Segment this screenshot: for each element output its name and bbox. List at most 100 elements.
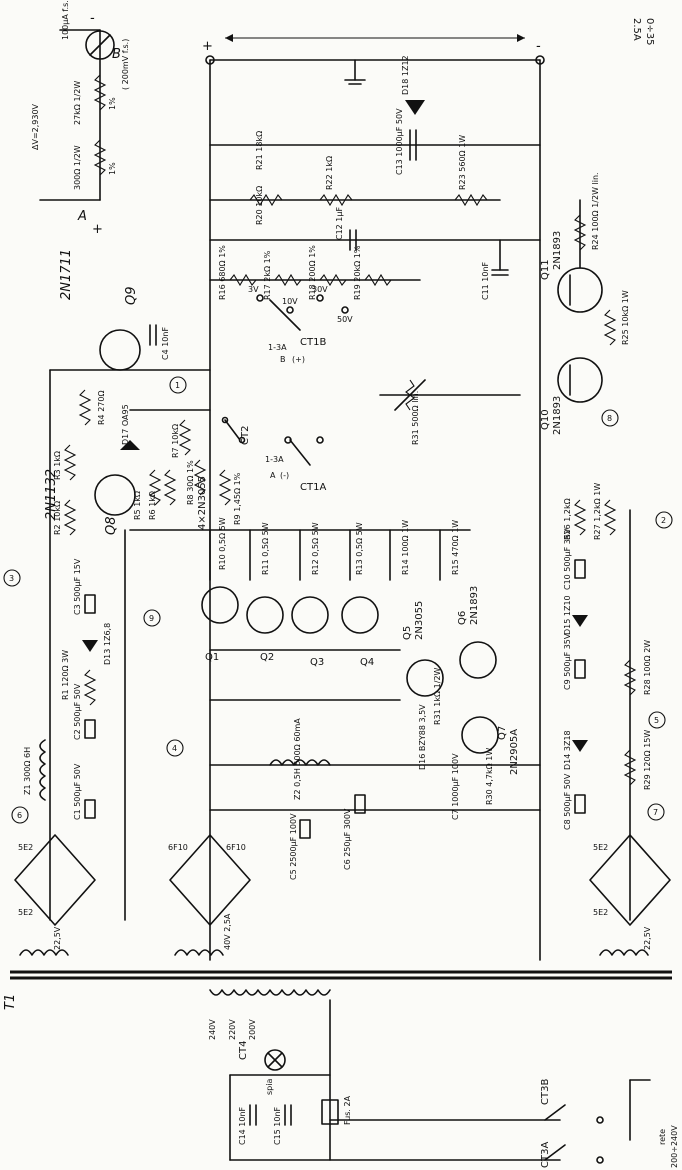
label-d16: D16 BZY88 3,5V bbox=[418, 704, 427, 770]
tap-240v: 240V bbox=[208, 1019, 217, 1040]
label-r5: R5 1kΩ bbox=[133, 491, 142, 520]
label-bridge-center-b: 6F10 bbox=[226, 843, 246, 852]
tap-220v: 220V bbox=[228, 1019, 237, 1040]
capacitor-c9-icon bbox=[574, 659, 586, 679]
label-bridge-left-a: 5E2 bbox=[18, 843, 33, 852]
label-q8-type: 2N1132 bbox=[44, 469, 59, 520]
label-c7: C7 1000µF 100V bbox=[451, 753, 460, 820]
meter-plus: + bbox=[92, 222, 103, 237]
transistor-q6-icon bbox=[459, 641, 497, 679]
label-r31: R31 1kΩ 1/2W bbox=[433, 667, 442, 725]
label-z1: Z1 300Ω 6H bbox=[23, 747, 32, 795]
label-r3: R3 1kΩ bbox=[53, 451, 62, 480]
meter-delta-v: ΔV=2,930V bbox=[31, 103, 40, 150]
meter-range-current: 100µA f.s. bbox=[61, 0, 70, 40]
capacitor-c5-icon bbox=[299, 819, 311, 839]
meter-terminal-b: B bbox=[112, 47, 121, 62]
label-q1-4-type: 4×2N3055 bbox=[197, 476, 208, 530]
label-w2: 40V 2,5A bbox=[223, 913, 232, 950]
transistor-q9-icon bbox=[99, 329, 141, 371]
label-c12: C12 1µF bbox=[335, 207, 344, 240]
node-2 bbox=[655, 511, 673, 529]
transistor-q1-icon bbox=[201, 586, 239, 624]
node-7-label: 7 bbox=[653, 808, 658, 817]
transformer-t1: T1 240V 220V 200V bbox=[3, 970, 672, 1040]
label-ct2: CT2 bbox=[240, 426, 251, 445]
meter-r-series-tol: 1% bbox=[108, 97, 117, 110]
label-r2: R2 10kΩ bbox=[53, 501, 62, 535]
zener-d13-icon bbox=[82, 640, 98, 652]
inductor-z2-icon bbox=[269, 759, 331, 766]
label-r29: R29 120Ω 15W bbox=[643, 730, 652, 790]
label-q6-type: 2N1893 bbox=[469, 586, 480, 625]
node-4 bbox=[166, 739, 184, 757]
label-c4: C4 10nF bbox=[161, 327, 170, 360]
driver-stage: 2N1711 Q9 2N1132 Q8 C4 10nF R4 270Ω R3 1… bbox=[44, 249, 211, 536]
node-1 bbox=[169, 376, 187, 394]
pilot-lamp-icon bbox=[264, 1049, 286, 1071]
label-r24: R24 100Ω 1/2W lin. bbox=[591, 172, 600, 250]
label-r17: R17 2kΩ 1% bbox=[263, 250, 272, 300]
node-markers: 1 2 3 4 5 6 7 8 9 bbox=[3, 376, 673, 824]
label-rete: rete bbox=[658, 1129, 667, 1145]
switch-ct3a[interactable] bbox=[544, 1144, 566, 1161]
switch-ct2[interactable] bbox=[224, 419, 241, 441]
label-r26: R26 1,2kΩ bbox=[563, 498, 572, 540]
aux-supply-left: C3 500µF 15V D13 1Z6,8 R1 120Ω 3W C2 500… bbox=[23, 369, 126, 921]
label-d14: D14 3Z18 bbox=[563, 730, 572, 770]
label-r18: R18 200Ω 1% bbox=[308, 245, 317, 300]
label-c14: C14 10nF bbox=[238, 1106, 247, 1145]
pot-r31[interactable]: R31 500Ω lin. bbox=[379, 379, 521, 445]
label-d17: D17 OA95 bbox=[121, 404, 130, 445]
primary-winding-icon bbox=[209, 989, 331, 996]
label-c9: C9 500µF 35V bbox=[563, 633, 572, 690]
switch-ct1b[interactable]: 3V 10V 30V 50V CT1B 1-3A B (+) bbox=[248, 285, 353, 364]
output-minus: - bbox=[536, 39, 541, 54]
label-c13: C13 1000µF 50V bbox=[395, 108, 404, 175]
transistor-q4-icon bbox=[341, 596, 379, 634]
label-r-pot: R31 500Ω lin. bbox=[411, 391, 420, 445]
label-r28: R28 100Ω 2W bbox=[643, 640, 652, 695]
range-50v: 50V bbox=[337, 315, 353, 324]
meter-r-shunt: 300Ω 1/2W bbox=[73, 145, 82, 190]
label-q8: Q8 bbox=[104, 516, 119, 535]
diode-d17-icon bbox=[120, 440, 140, 450]
label-ct3a: CT3A bbox=[540, 1142, 551, 1168]
node-9 bbox=[143, 609, 161, 627]
meter-range-voltage: ( 200mV f.s.) bbox=[121, 39, 130, 90]
output-range: 0÷35 bbox=[644, 18, 655, 45]
zener-d18-icon bbox=[405, 100, 425, 115]
label-range-hi-a: 1-3A bbox=[265, 455, 284, 464]
pass-stage: 4×2N3055 Q1 Q2 Q3 Q4 Q5 2N3055 Q6 2N1893… bbox=[197, 476, 520, 820]
label-q10: Q10 bbox=[540, 409, 551, 430]
label-q4: Q4 bbox=[360, 657, 374, 668]
output-plus: + bbox=[202, 39, 213, 54]
output-current: 2.5A bbox=[631, 18, 642, 41]
capacitor-c8-icon bbox=[574, 794, 586, 814]
label-q5: Q5 bbox=[402, 626, 413, 640]
node-6-label: 6 bbox=[17, 811, 22, 820]
error-amplifier: Q11 2N1893 Q10 2N1893 R24 100Ω 1/2W lin.… bbox=[481, 172, 630, 435]
label-q7: Q7 bbox=[497, 726, 508, 740]
meter-minus: - bbox=[90, 11, 95, 26]
label-r12: R12 0,5Ω 5W bbox=[311, 522, 320, 575]
label-q9-type: 2N1711 bbox=[59, 249, 74, 300]
label-q11-type: 2N1893 bbox=[552, 231, 563, 270]
capacitor-c3-icon bbox=[84, 594, 96, 614]
bridge-rectifier-center-icon bbox=[169, 834, 251, 926]
label-r16: R16 680Ω 1% bbox=[218, 245, 227, 300]
inductor-z1-icon bbox=[39, 739, 46, 801]
mains-terminal-2[interactable] bbox=[596, 1156, 604, 1164]
mains-terminal-1[interactable] bbox=[596, 1116, 604, 1124]
transistor-q2-icon bbox=[246, 596, 284, 634]
label-c10: C10 500µF 35V bbox=[563, 528, 572, 590]
label-q2: Q2 bbox=[260, 652, 274, 663]
node-8-label: 8 bbox=[607, 414, 612, 423]
node-1-label: 1 bbox=[175, 381, 180, 390]
label-r7: R7 10kΩ bbox=[171, 424, 180, 458]
switch-ct1a[interactable]: CT1A 1-3A A (-) bbox=[265, 436, 326, 493]
switch-ct3b[interactable] bbox=[544, 1104, 566, 1121]
label-r15: R15 470Ω 1W bbox=[451, 520, 460, 575]
label-r19: R19 20kΩ 1% bbox=[353, 245, 362, 300]
